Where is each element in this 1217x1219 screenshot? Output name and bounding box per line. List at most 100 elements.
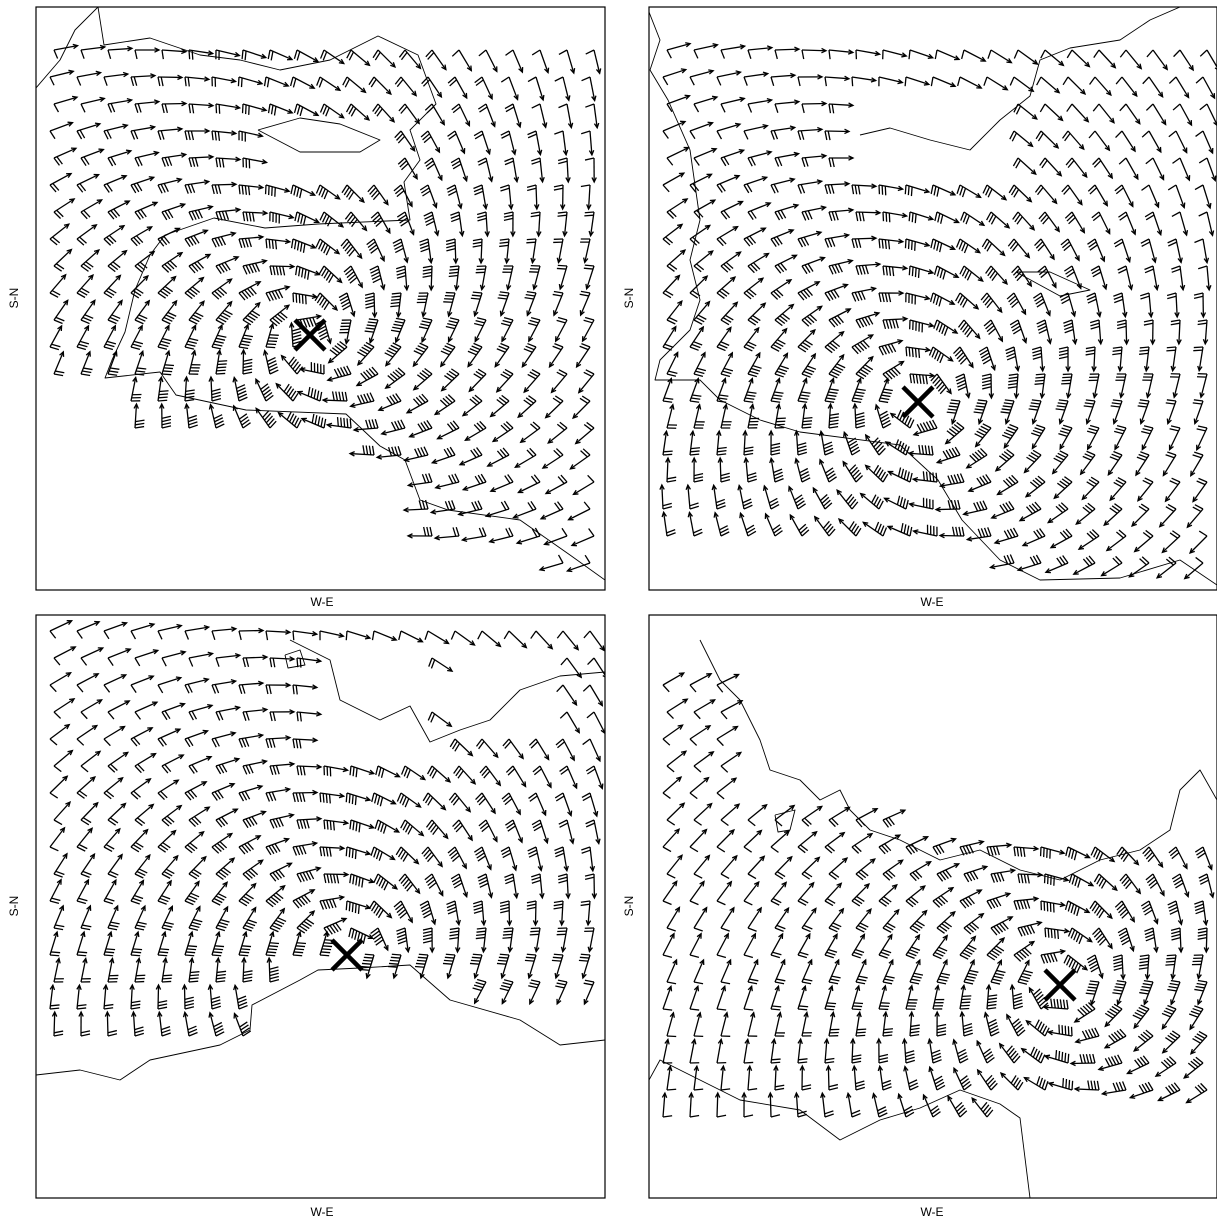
wind-barb bbox=[955, 292, 980, 310]
wind-barb bbox=[716, 673, 740, 693]
wind-barb bbox=[1107, 450, 1123, 476]
wind-barb bbox=[666, 750, 688, 773]
wind-barb bbox=[348, 445, 375, 457]
wind-barb bbox=[666, 802, 686, 826]
wind-barb bbox=[986, 937, 1006, 961]
wind-barb bbox=[1113, 238, 1131, 264]
wind-barb bbox=[403, 446, 429, 463]
wind-barb bbox=[1137, 477, 1154, 502]
wind-barb bbox=[211, 278, 233, 300]
wind-barb bbox=[371, 792, 397, 807]
wind-barb bbox=[666, 1011, 677, 1038]
wind-barb bbox=[446, 900, 461, 927]
wind-barb bbox=[851, 933, 866, 959]
wind-barb bbox=[523, 369, 541, 394]
wind-barb bbox=[208, 1011, 225, 1037]
wind-barb bbox=[107, 299, 123, 325]
wind-barb bbox=[103, 621, 129, 640]
wind-barb bbox=[666, 1064, 677, 1091]
wind-barb bbox=[215, 207, 242, 221]
wind-barb bbox=[824, 882, 843, 907]
wind-barb bbox=[76, 724, 99, 746]
wind-barb bbox=[716, 1037, 727, 1064]
wind-barb bbox=[691, 456, 704, 483]
wind-barb bbox=[183, 375, 195, 402]
wind-barb bbox=[295, 265, 321, 280]
wind-barb bbox=[470, 291, 483, 318]
wind-barb bbox=[489, 394, 510, 418]
wind-barb bbox=[912, 419, 938, 437]
wind-barb bbox=[904, 238, 931, 251]
wind-barb bbox=[76, 983, 87, 1010]
wind-barb bbox=[824, 232, 851, 248]
wind-barb bbox=[904, 76, 931, 87]
wind-barb bbox=[323, 871, 350, 884]
wind-barb bbox=[491, 421, 514, 443]
wind-barb bbox=[1034, 238, 1055, 261]
wind-barb bbox=[296, 910, 316, 934]
wind-barb bbox=[233, 1012, 252, 1037]
wind-barb bbox=[296, 711, 323, 722]
wind-barb bbox=[851, 235, 878, 249]
wind-barb bbox=[555, 738, 575, 762]
wind-barb bbox=[1172, 157, 1191, 182]
wind-barb bbox=[666, 854, 683, 879]
wind-barb bbox=[499, 979, 514, 1005]
wind-barb bbox=[500, 76, 519, 101]
wind-barb bbox=[1067, 927, 1093, 945]
wind-barb bbox=[184, 76, 211, 87]
wind-barb bbox=[584, 211, 595, 238]
wind-barb bbox=[1090, 846, 1116, 863]
wind-barb bbox=[878, 834, 902, 855]
wind-barb bbox=[1064, 900, 1091, 917]
wind-barb bbox=[211, 231, 237, 248]
wind-barb bbox=[53, 957, 64, 983]
wind-barb bbox=[294, 211, 321, 226]
wind-barb bbox=[747, 252, 770, 274]
wind-barb bbox=[103, 878, 117, 905]
wind-barb bbox=[107, 97, 134, 113]
wind-barb bbox=[419, 184, 438, 209]
wind-barb bbox=[952, 1038, 969, 1064]
wind-barb bbox=[505, 819, 523, 844]
wind-barb bbox=[188, 755, 213, 774]
wind-barb bbox=[743, 326, 760, 352]
wind-barb bbox=[238, 627, 265, 641]
wind-barb bbox=[238, 234, 265, 248]
wind-barb bbox=[188, 855, 207, 880]
wind-barb bbox=[80, 350, 93, 377]
wind-barb bbox=[559, 711, 580, 734]
wind-barb bbox=[1167, 184, 1186, 209]
wind-barb bbox=[1075, 502, 1096, 525]
wind-barb bbox=[524, 953, 537, 980]
wind-barb bbox=[887, 467, 913, 483]
wind-barb bbox=[370, 211, 391, 235]
wind-barb bbox=[693, 351, 707, 377]
wind-barb bbox=[1069, 1053, 1096, 1067]
wind-barb bbox=[575, 343, 591, 369]
wind-barb bbox=[76, 775, 96, 799]
wind-barb bbox=[955, 373, 971, 400]
wind-barb bbox=[1112, 954, 1126, 981]
wind-barb bbox=[161, 251, 184, 273]
wind-barb bbox=[666, 403, 678, 429]
wind-barb bbox=[242, 906, 257, 932]
wind-barb bbox=[569, 448, 591, 470]
wind-barb bbox=[472, 238, 484, 265]
wind-barb bbox=[929, 292, 956, 307]
wind-barb bbox=[743, 176, 769, 194]
wind-barb bbox=[572, 474, 595, 496]
wind-barb bbox=[352, 419, 379, 433]
wind-barb bbox=[936, 910, 956, 934]
wind-barb bbox=[580, 184, 592, 211]
wind-barb bbox=[689, 275, 709, 299]
wind-barb bbox=[990, 958, 1006, 985]
wind-barb bbox=[76, 827, 94, 852]
wind-barb bbox=[372, 49, 397, 69]
wind-barb bbox=[107, 45, 134, 60]
wind-barb bbox=[479, 765, 502, 787]
wind-barb bbox=[157, 275, 177, 299]
wind-barb bbox=[496, 953, 510, 980]
wind-barb bbox=[560, 657, 583, 679]
wind-barb bbox=[1058, 424, 1073, 451]
